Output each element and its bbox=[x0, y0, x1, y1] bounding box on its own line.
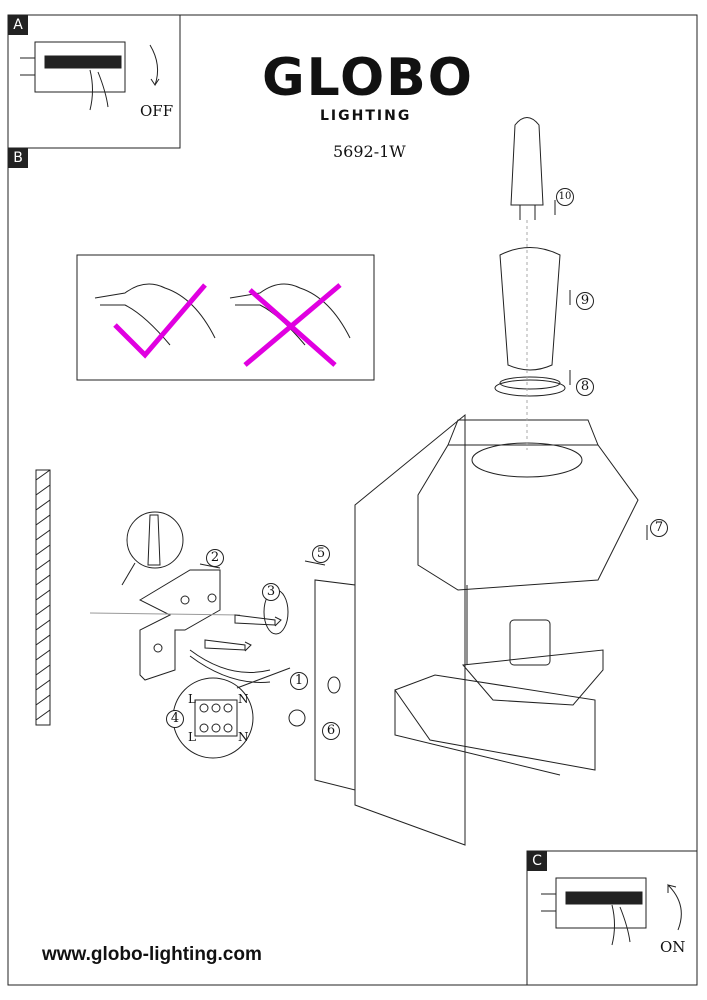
panel-c-box bbox=[526, 850, 698, 986]
dowel-detail bbox=[126, 511, 184, 569]
panel-c-label: C bbox=[527, 851, 547, 871]
brand-logo: GLOBO bbox=[262, 48, 475, 108]
step-4: 4 bbox=[166, 710, 184, 728]
page-border bbox=[7, 14, 698, 986]
panel-a-box bbox=[7, 14, 181, 149]
cross-icon bbox=[243, 283, 342, 367]
check-mark-icon bbox=[113, 283, 207, 359]
lamp-shade bbox=[417, 419, 639, 591]
wall-hatch bbox=[35, 469, 51, 726]
lamp-ring bbox=[494, 379, 566, 397]
lamp-arm bbox=[394, 674, 596, 776]
breaker-icon bbox=[541, 877, 682, 946]
step-8: 8 bbox=[576, 378, 594, 396]
model-number: 5692-1W bbox=[333, 142, 406, 161]
wire-n-bottom: N bbox=[238, 730, 249, 744]
halogen-bulb bbox=[510, 117, 544, 220]
socket bbox=[509, 619, 551, 666]
on-label: ON bbox=[660, 938, 686, 956]
step-1: 1 bbox=[290, 672, 308, 690]
wire-l-top: L bbox=[188, 692, 196, 706]
step-2: 2 bbox=[206, 549, 224, 567]
website: www.globo-lighting.com bbox=[42, 944, 262, 965]
step-7: 7 bbox=[650, 519, 668, 537]
step-5: 5 bbox=[312, 545, 330, 563]
brand-sub: LIGHTING bbox=[320, 108, 412, 124]
panel-a-label: A bbox=[8, 15, 28, 35]
step-6: 6 bbox=[322, 722, 340, 740]
mounting-bracket bbox=[138, 569, 221, 681]
wall-backplate bbox=[314, 413, 466, 846]
hand-icon bbox=[94, 283, 216, 346]
breaker-icon bbox=[20, 41, 160, 111]
lamp-glass bbox=[499, 247, 561, 371]
step-3: 3 bbox=[262, 583, 280, 601]
handling-box bbox=[76, 254, 375, 381]
panel-b-label: B bbox=[8, 148, 28, 168]
wire-l-bottom: L bbox=[188, 730, 196, 744]
wire-n-top: N bbox=[238, 692, 249, 706]
cap-screw bbox=[288, 709, 306, 727]
step-9: 9 bbox=[576, 292, 594, 310]
screw-icon bbox=[234, 614, 282, 627]
off-label: OFF bbox=[140, 102, 174, 120]
screw-icon bbox=[204, 639, 252, 652]
terminal-block-detail bbox=[172, 677, 254, 759]
step-10: 10 bbox=[556, 188, 574, 206]
